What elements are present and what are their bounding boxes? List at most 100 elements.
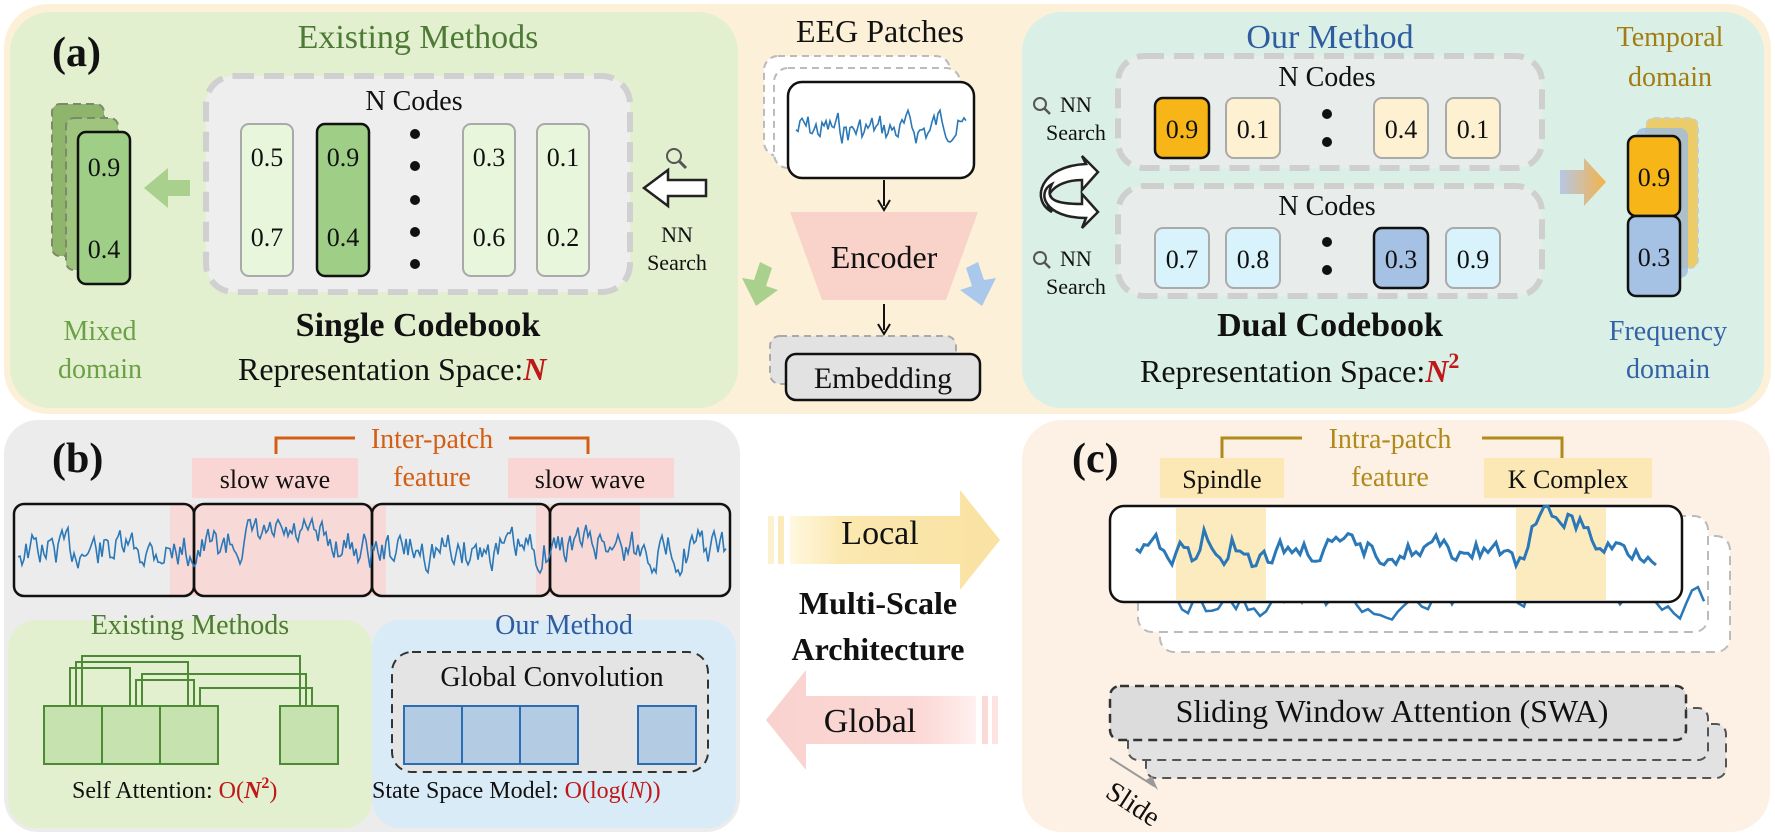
single-space-label: Representation Space:: [238, 351, 523, 387]
arrow-to-embedding-head-icon: [877, 323, 891, 336]
attention-token-3: [159, 705, 219, 765]
temporal-code-2: 0.1: [1237, 115, 1270, 144]
swa-window-front: [1108, 684, 1688, 742]
ssm-token-4: [637, 705, 697, 765]
cycle-arrow-bottom-icon: [1043, 181, 1100, 229]
frequency-code-3-selected: [1372, 226, 1430, 290]
code-card-2-bottom: 0.4: [327, 223, 360, 252]
mixed-domain-label-1: Mixed: [63, 316, 136, 347]
global-convolution-label: Global Convolution: [440, 662, 663, 693]
slow-wave-label-2: slow wave: [535, 465, 645, 494]
nn-search-bottom-2: Search: [1046, 274, 1106, 299]
mixed-domain-label-2: domain: [58, 354, 142, 385]
temporal-code-4-card: [1445, 97, 1501, 159]
self-attention-o-prefix: O(: [219, 778, 244, 804]
temporal-code-3: 0.4: [1385, 115, 1418, 144]
ssm-n: N: [628, 778, 647, 804]
frequency-code-1: 0.7: [1166, 245, 1199, 274]
dual-representation-space: Representation Space:N2: [1140, 348, 1459, 389]
nn-search-bottom-1: NN: [1060, 246, 1092, 271]
panel-a-label: (a): [52, 30, 101, 76]
nn-search-arrow-icon: [641, 167, 708, 209]
inter-patch-label-1: Inter-patch: [371, 424, 493, 455]
frequency-n-codes: N Codes: [1278, 191, 1375, 222]
temporal-code-3-card: [1373, 97, 1429, 159]
frequency-code-1-card: [1154, 227, 1210, 289]
arrow-left-green-icon: [144, 168, 190, 208]
magnifier-icon-top: [1033, 97, 1051, 115]
temporal-code-2-card: [1225, 97, 1281, 159]
eeg-patch-signal: [795, 107, 967, 144]
multi-scale-title-1: Multi-Scale: [799, 585, 957, 621]
intra-patch-label-1: Intra-patch: [1329, 424, 1452, 455]
cycle-arrow-top-icon: [1039, 155, 1100, 214]
global-arrow: [766, 670, 998, 770]
embedding-box: [784, 352, 982, 402]
frequency-output-card: [1626, 214, 1682, 298]
dual-domain-stack: 0.9 0.3: [1626, 117, 1699, 298]
code-card-1: [240, 123, 294, 277]
local-arrow: [768, 490, 1000, 590]
patch-box-4: [548, 502, 732, 598]
ssm-complexity-label: State Space Model: O(log(N)): [372, 778, 661, 804]
frequency-code-4: 0.9: [1457, 245, 1490, 274]
ssm-token-3: [519, 705, 579, 765]
ssm-token-1: [403, 705, 463, 765]
slow-wave-tag-1: [192, 458, 358, 498]
slow-wave-label-1: slow wave: [220, 465, 330, 494]
global-label: Global: [824, 703, 917, 740]
intra-patch-title-bg: [1302, 422, 1482, 454]
ellipsis-dots-vertical: [410, 129, 420, 269]
frequency-code-2-card: [1225, 227, 1281, 289]
temporal-output-value: 0.9: [1638, 163, 1671, 192]
frequency-output-value: 0.3: [1638, 243, 1671, 272]
intra-patch-label-2: feature: [1351, 462, 1429, 493]
magnifier-icon-bottom: [1033, 251, 1051, 269]
single-codebook-container: [203, 73, 633, 295]
mixed-stack-value-bottom: 0.4: [88, 235, 121, 264]
single-codebook-title: Single Codebook: [296, 307, 541, 344]
inter-patch-title-bg: [355, 422, 509, 454]
local-label: Local: [841, 515, 918, 552]
inter-patch-signal: [17, 515, 727, 578]
our-method-title: Our Method: [1246, 19, 1413, 56]
k-complex-tag: [1484, 458, 1652, 498]
eeg-patches-title: EEG Patches: [796, 13, 964, 49]
code-card-1-top: 0.5: [251, 143, 284, 172]
embedding-label: Embedding: [814, 362, 952, 395]
magnifier-icon: [666, 148, 688, 170]
k-complex-label: K Complex: [1508, 465, 1629, 494]
attention-token-2: [101, 705, 161, 765]
frequency-domain-label-2: domain: [1626, 354, 1710, 385]
panel-b-label: (b): [52, 436, 103, 482]
mixed-stack-value-top: 0.9: [88, 153, 121, 182]
panel-c-label: (c): [1072, 436, 1119, 482]
spindle-tag: [1160, 458, 1284, 498]
inter-patch-label-2: feature: [393, 462, 471, 493]
dual-space-value: N: [1424, 353, 1450, 389]
ssm-o-prefix: O(log(: [565, 778, 629, 804]
frequency-code-4-card: [1445, 227, 1501, 289]
nn-search-label-2: Search: [647, 250, 707, 275]
encoder-label: Encoder: [831, 239, 938, 275]
self-attention-label: Self Attention: O(N2): [72, 775, 277, 804]
self-attention-o-suffix: ): [269, 778, 277, 804]
nn-search-label-1: NN: [661, 222, 693, 247]
dual-space-label: Representation Space:: [1140, 353, 1425, 389]
multi-scale-title-2: Architecture: [792, 631, 965, 667]
code-card-4: [536, 123, 590, 277]
code-card-4-top: 0.1: [547, 143, 580, 172]
temporal-n-codes: N Codes: [1278, 62, 1375, 93]
attention-token-4: [279, 705, 339, 765]
code-card-3: [462, 123, 516, 277]
arrow-to-existing-icon: [742, 262, 778, 306]
self-attention-n: N: [243, 778, 263, 804]
temporal-dot-1: [1322, 109, 1332, 119]
output-arrow-icon: [1560, 158, 1606, 206]
arrow-to-encoder-head-icon: [877, 199, 891, 212]
temporal-domain-label-2: domain: [1628, 62, 1712, 93]
code-card-3-bottom: 0.6: [473, 223, 506, 252]
nn-search-top-1: NN: [1060, 92, 1092, 117]
single-representation-space: Representation Space:N: [238, 351, 548, 387]
